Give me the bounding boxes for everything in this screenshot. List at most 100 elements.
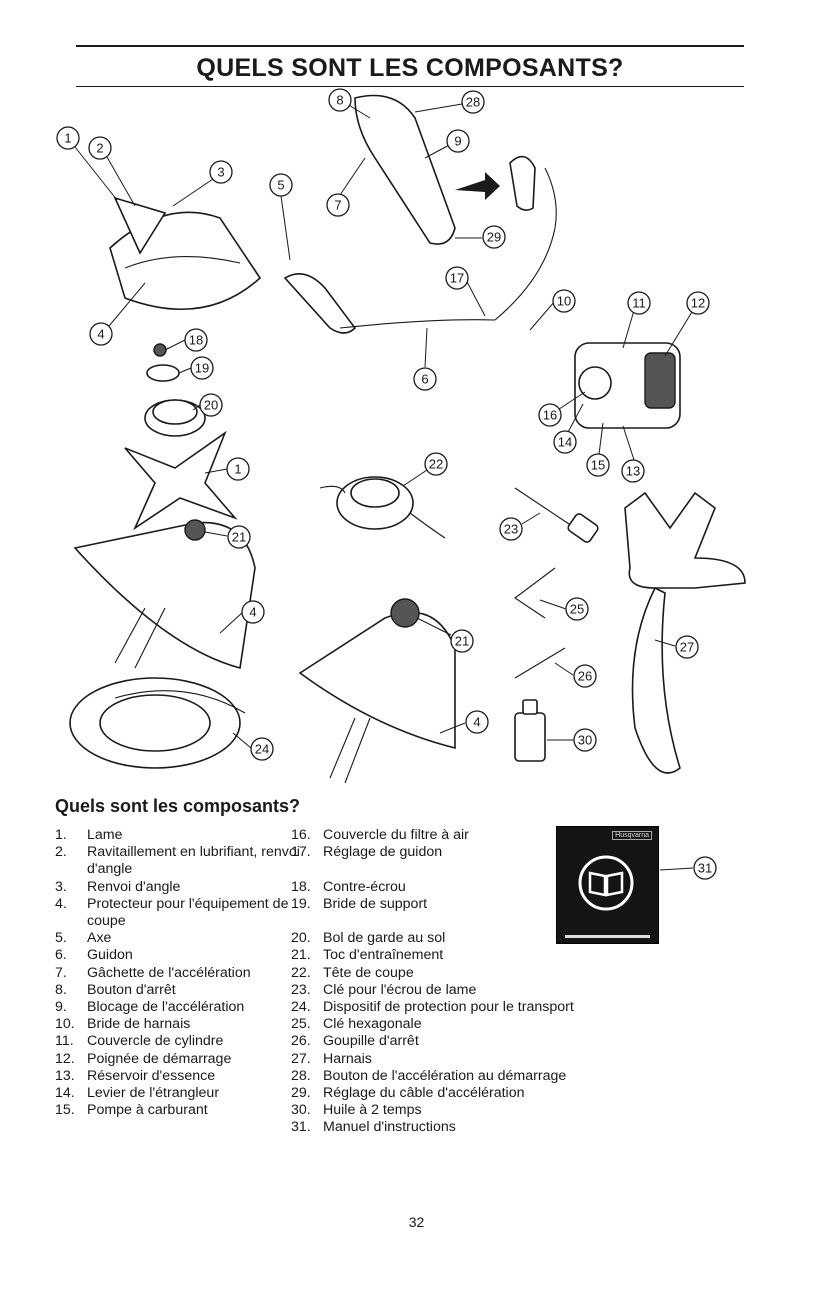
item-text: Huile à 2 temps [323,1102,671,1119]
trimmer-line-right [410,513,445,538]
drive-dog-center-shape [391,599,419,627]
item-number: 26. [291,1033,323,1050]
page-number: 32 [0,1214,833,1230]
instruction-manual-image: Husqvarna [556,826,659,944]
item-number: 24. [291,999,323,1016]
item-text: Pompe à carburant [87,1102,305,1119]
callout-6: 6 [414,368,436,390]
list-item: 26.Goupille d'arrêt [291,1033,671,1050]
list-item: 6.Guidon [55,947,305,964]
callout-11: 11 [628,292,650,314]
callout-label: 20 [204,398,218,413]
list-item: 28.Bouton de l'accélération au démarrage [291,1068,671,1085]
callout-16: 16 [539,404,561,426]
item-number: 5. [55,930,87,947]
arrow-icon [455,172,500,200]
leader-17 [465,278,485,316]
leader-13 [623,426,635,463]
list-item: 12.Poignée de démarrage [55,1051,305,1068]
callout-label: 10 [557,294,571,309]
callout-label: 22 [429,457,443,472]
list-item: 4.Protecteur pour l'équipement de coupe [55,896,305,930]
right-grip-shape [510,157,535,211]
item-number: 14. [55,1085,87,1102]
callout-15: 15 [587,454,609,476]
list-item: 27.Harnais [291,1051,671,1068]
parts-list-left: 1.Lame 2.Ravitaillement en lubrifiant, r… [55,827,305,1119]
callout-27: 27 [676,636,698,658]
callout-24: 24 [251,738,273,760]
callout-4c: 4 [466,711,488,733]
top-rule [76,45,744,47]
list-item: 3.Renvoi d'angle [55,879,305,896]
item-number: 17. [291,844,323,861]
list-item: 9.Blocage de l'accélération [55,999,305,1016]
callout-label: 19 [195,361,209,376]
guard-lower-center-shape [300,612,455,748]
callout-29: 29 [483,226,505,248]
item-text: Bouton de l'accélération au démarrage [323,1068,671,1085]
callout-label: 11 [632,296,646,311]
oil-bottle-cap [523,700,537,714]
hex-key-shape [515,568,555,618]
callout-18: 18 [185,329,207,351]
transport-guard-inner [100,695,210,751]
callout-label: 23 [504,522,518,537]
callout-label: 3 [217,165,224,180]
guard-shaft-center [330,718,355,778]
list-item: 10.Bride de harnais [55,1016,305,1033]
callout-2: 2 [89,137,111,159]
callout-label: 21 [232,530,246,545]
locking-pin-shape [515,648,565,678]
item-text: Toc d'entraînement [323,947,671,964]
callout-label: 14 [558,435,572,450]
callout-1b: 1 [227,458,249,480]
socket-wrench-shaft [515,488,575,528]
callout-label: 15 [591,458,605,473]
item-text: Renvoi d'angle [87,879,305,896]
lock-nut-shape [154,344,166,356]
item-number: 20. [291,930,323,947]
item-text: Ravitaillement en lubrifiant, renvoi d'a… [87,844,305,878]
leader-11 [623,307,635,348]
callout-label: 9 [454,134,461,149]
callout-5: 5 [270,174,292,196]
callout-26: 26 [574,665,596,687]
callout-label: 1 [64,131,71,146]
list-item: 31.Manuel d'instructions [291,1119,671,1136]
callout-25: 25 [566,598,588,620]
item-number: 15. [55,1102,87,1119]
item-number: 8. [55,982,87,999]
list-item: 2.Ravitaillement en lubrifiant, renvoi d… [55,844,305,878]
callout-22: 22 [425,453,447,475]
callout-label: 8 [336,93,343,108]
list-item: 1.Lame [55,827,305,844]
item-text: Guidon [87,947,305,964]
leader-25 [540,600,566,609]
item-text: Clé pour l'écrou de lame [323,982,671,999]
handle-bar-rod [340,320,495,328]
guard-lower-left-shape [75,523,255,668]
item-text: Levier de l'étrangleur [87,1085,305,1102]
drive-dog-shape [185,520,205,540]
item-number: 29. [291,1085,323,1102]
item-text: Réglage du câble d'accélération [323,1085,671,1102]
leader-24 [233,733,251,748]
item-number: 21. [291,947,323,964]
item-number: 2. [55,844,87,878]
callout-12: 12 [687,292,709,314]
callout-label: 16 [543,408,557,423]
callout-label: 17 [450,271,464,286]
leader-23 [522,513,540,524]
socket-wrench-head [567,512,600,543]
item-number: 28. [291,1068,323,1085]
bottom-rule [76,86,744,87]
callout-label: 26 [578,669,592,684]
list-item: 22.Tête de coupe [291,965,671,982]
callout-label: 31 [698,861,712,876]
leader-12 [665,307,695,356]
cylinder-cover-shape [645,353,675,408]
guard-shaft-left [115,608,145,663]
item-text: Tête de coupe [323,965,671,982]
callout-19: 19 [191,357,213,379]
